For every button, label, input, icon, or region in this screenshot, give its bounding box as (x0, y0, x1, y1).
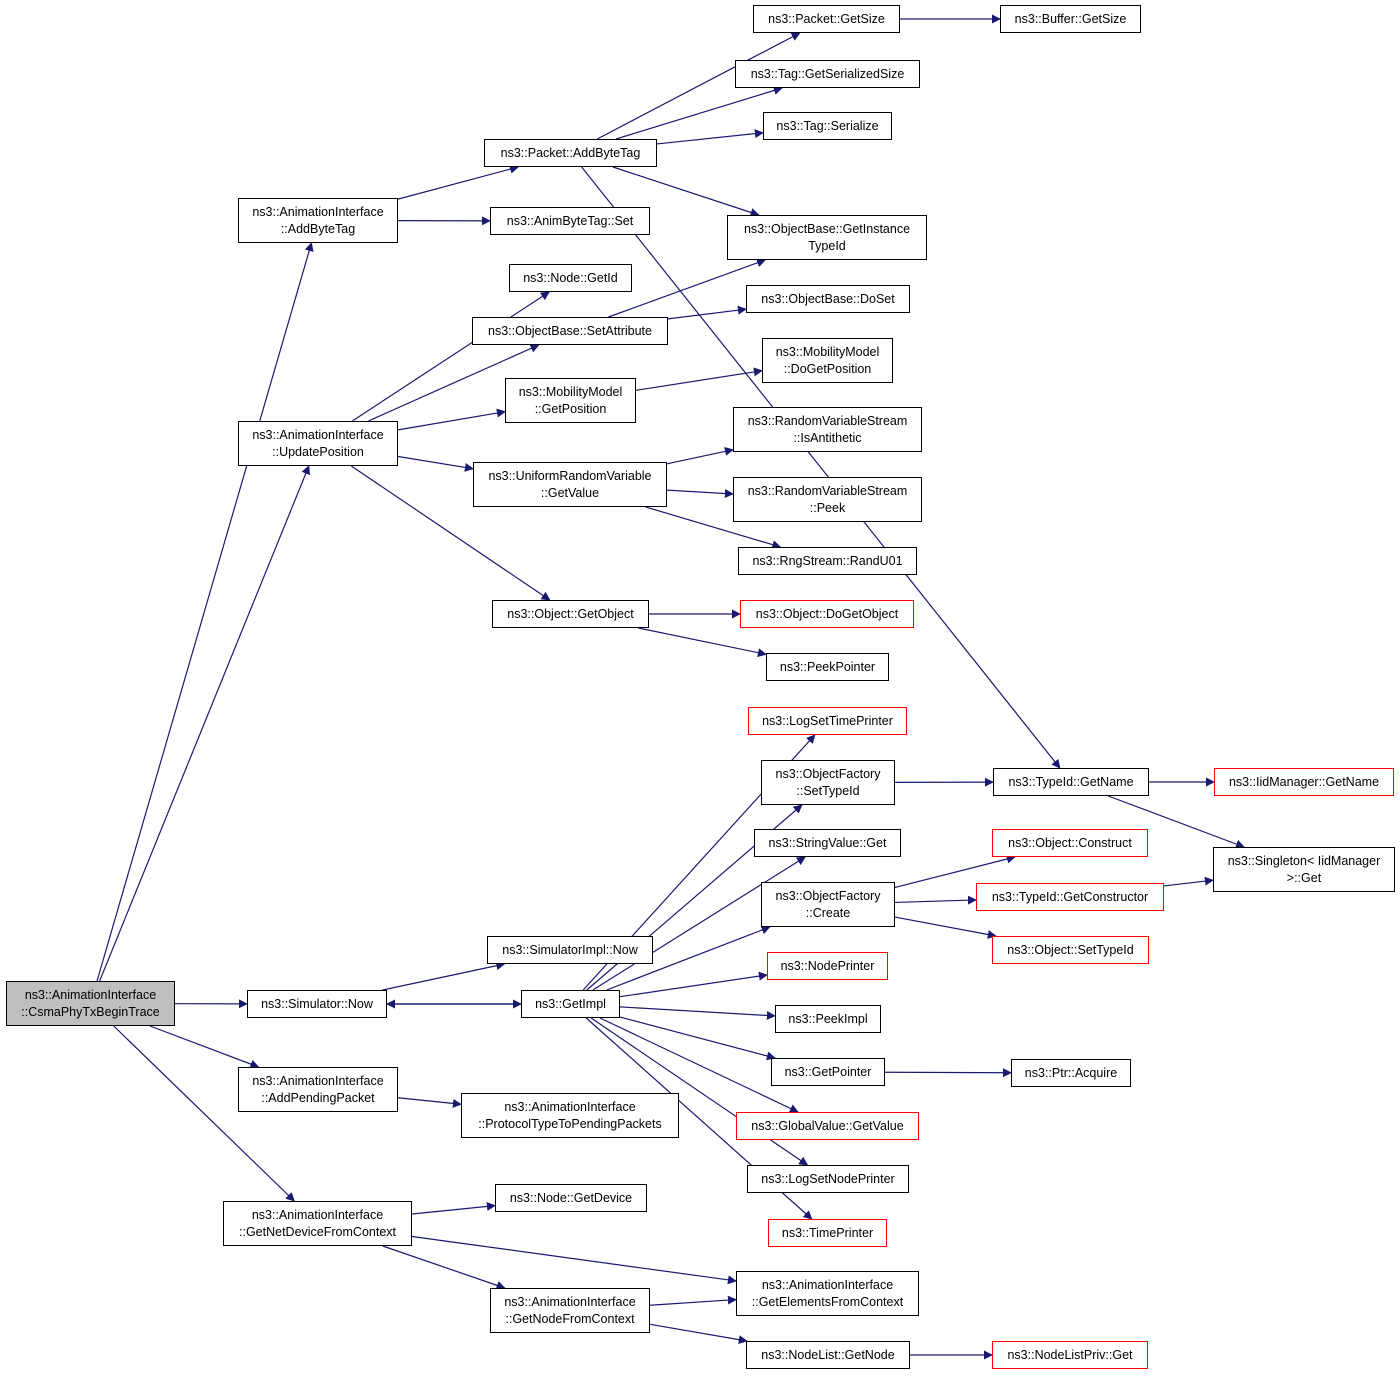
node-random-variable-stream-peek[interactable]: ns3::RandomVariableStream ::Peek (733, 477, 922, 522)
edge-get_pointer-to-ptr_acquire (884, 1068, 1012, 1078)
node-node-list-priv-get[interactable]: ns3::NodeListPriv::Get (992, 1341, 1148, 1369)
node-node-get-id[interactable]: ns3::Node::GetId (509, 264, 632, 292)
node-tag-serialize[interactable]: ns3::Tag::Serialize (763, 112, 892, 140)
edge-object_base_set_attribute-to-object_base_do_set (667, 305, 747, 320)
node-log-set-node-printer[interactable]: ns3::LogSetNodePrinter (747, 1165, 909, 1193)
node-get-pointer[interactable]: ns3::GetPointer (771, 1058, 885, 1086)
node-simulator-now[interactable]: ns3::Simulator::Now (247, 990, 387, 1018)
edge-uniform_random_variable_get_value-to-random_variable_stream_is_antithetic (666, 446, 734, 465)
node-peek-pointer[interactable]: ns3::PeekPointer (766, 653, 889, 681)
edge-csma_phy_tx_begin_trace-to-add_pending_packet (149, 1025, 260, 1069)
node-object-factory-create[interactable]: ns3::ObjectFactory ::Create (761, 882, 895, 927)
edge-packet_add_byte_tag-to-type_id_get_name (581, 166, 1061, 769)
node-type-id-get-constructor[interactable]: ns3::TypeId::GetConstructor (976, 883, 1164, 911)
node-random-variable-stream-is-antithetic[interactable]: ns3::RandomVariableStream ::IsAntithetic (733, 407, 922, 452)
edge-update_position-to-object_get_object (350, 465, 551, 601)
edge-object_base_set_attribute-to-object_base_get_instance_type_id (608, 258, 767, 318)
node-get-net-device-from-context[interactable]: ns3::AnimationInterface ::GetNetDeviceFr… (223, 1201, 412, 1246)
node-simulator-impl-now[interactable]: ns3::SimulatorImpl::Now (487, 936, 653, 964)
node-object-base-set-attribute[interactable]: ns3::ObjectBase::SetAttribute (472, 317, 668, 345)
edge-get_impl-to-string_value_get (592, 856, 806, 991)
node-object-get-object[interactable]: ns3::Object::GetObject (492, 600, 649, 628)
node-get-node-from-context[interactable]: ns3::AnimationInterface ::GetNodeFromCon… (490, 1288, 650, 1333)
edge-get_node_from_context-to-node_list_get_node (649, 1323, 748, 1345)
edge-add_byte_tag_ai-to-packet_add_byte_tag (397, 164, 519, 200)
edge-add_pending_packet-to-protocol_type_to_pending_packets (397, 1097, 462, 1108)
edge-object_factory_create-to-object_set_type_id (894, 916, 997, 939)
edge-get_node_from_context-to-get_elements_from_context (649, 1295, 737, 1306)
node-object-base-do-set[interactable]: ns3::ObjectBase::DoSet (746, 285, 910, 313)
edge-get_net_device_from_context-to-get_node_from_context (382, 1245, 506, 1290)
edge-get_impl-to-node_printer (619, 971, 768, 998)
node-packet-get-size[interactable]: ns3::Packet::GetSize (753, 5, 900, 33)
edge-update_position-to-object_base_set_attribute (368, 344, 540, 422)
edge-packet_add_byte_tag-to-tag_get_serialized_size (615, 86, 783, 140)
edge-update_position-to-uniform_random_variable_get_value (397, 455, 474, 472)
edge-get_impl-to-peek_impl (619, 1006, 776, 1020)
node-anim-byte-tag-set[interactable]: ns3::AnimByteTag::Set (490, 207, 650, 235)
node-tag-get-serialized-size[interactable]: ns3::Tag::GetSerializedSize (735, 60, 920, 88)
node-node-list-get-node[interactable]: ns3::NodeList::GetNode (746, 1341, 910, 1369)
edge-uniform_random_variable_get_value-to-rng_stream_rand_u01 (645, 506, 782, 550)
edge-get_net_device_from_context-to-node_get_device (411, 1201, 496, 1215)
node-protocol-type-to-pending-packets[interactable]: ns3::AnimationInterface ::ProtocolTypeTo… (461, 1093, 679, 1138)
node-string-value-get[interactable]: ns3::StringValue::Get (754, 829, 901, 857)
node-object-do-get-object[interactable]: ns3::Object::DoGetObject (740, 600, 914, 628)
edge-packet_add_byte_tag-to-object_base_get_instance_type_id (612, 166, 760, 217)
node-csma-phy-tx-begin-trace[interactable]: ns3::AnimationInterface ::CsmaPhyTxBegin… (6, 981, 175, 1026)
node-log-set-time-printer[interactable]: ns3::LogSetTimePrinter (748, 707, 907, 735)
edge-get_impl-to-object_factory_create (606, 925, 771, 991)
edge-object_get_object-to-peek_pointer (638, 627, 767, 658)
node-add-byte-tag[interactable]: ns3::AnimationInterface ::AddByteTag (238, 198, 398, 243)
edge-mobility_model_get_position-to-mobility_model_do_get_position (635, 367, 763, 391)
edge-get_impl-to-log_set_node_printer (590, 1017, 809, 1166)
edge-simulator_now-to-simulator_impl_now (382, 961, 506, 991)
node-mobility-model-do-get-position[interactable]: ns3::MobilityModel ::DoGetPosition (762, 338, 893, 383)
node-packet-add-byte-tag[interactable]: ns3::Packet::AddByteTag (484, 139, 657, 167)
node-get-elements-from-context[interactable]: ns3::AnimationInterface ::GetElementsFro… (736, 1271, 919, 1316)
edge-object_factory_create-to-type_id_get_constructor (894, 895, 977, 905)
node-node-printer[interactable]: ns3::NodePrinter (767, 952, 888, 980)
node-rng-stream-rand-u01[interactable]: ns3::RngStream::RandU01 (738, 547, 917, 575)
node-update-position[interactable]: ns3::AnimationInterface ::UpdatePosition (238, 421, 398, 466)
edge-csma_phy_tx_begin_trace-to-add_byte_tag_ai (96, 242, 314, 982)
edge-uniform_random_variable_get_value-to-random_variable_stream_peek (666, 489, 734, 499)
node-peek-impl[interactable]: ns3::PeekImpl (775, 1005, 881, 1033)
edge-packet_add_byte_tag-to-tag_serialize (656, 129, 764, 145)
edge-get_impl-to-get_pointer (619, 1016, 776, 1061)
node-object-base-get-instance-type-id[interactable]: ns3::ObjectBase::GetInstance TypeId (727, 215, 927, 260)
edge-update_position-to-node_get_id (351, 291, 550, 422)
node-uniform-random-variable-get-value[interactable]: ns3::UniformRandomVariable ::GetValue (473, 462, 667, 507)
node-ptr-acquire[interactable]: ns3::Ptr::Acquire (1011, 1059, 1131, 1087)
edge-packet_add_byte_tag-to-packet_get_size (596, 32, 801, 140)
node-object-construct[interactable]: ns3::Object::Construct (992, 829, 1148, 857)
edge-type_id_get_constructor-to-singleton_iid_manager_get (1163, 876, 1214, 887)
node-node-get-device[interactable]: ns3::Node::GetDevice (495, 1184, 647, 1212)
node-object-set-type-id[interactable]: ns3::Object::SetTypeId (992, 936, 1149, 964)
node-add-pending-packet[interactable]: ns3::AnimationInterface ::AddPendingPack… (238, 1067, 398, 1112)
edge-type_id_get_name-to-singleton_iid_manager_get (1108, 795, 1245, 849)
node-mobility-model-get-position[interactable]: ns3::MobilityModel ::GetPosition (505, 378, 636, 423)
node-time-printer[interactable]: ns3::TimePrinter (768, 1219, 887, 1247)
edge-get_impl-to-global_value_get_value (599, 1017, 799, 1113)
node-object-factory-set-type-id[interactable]: ns3::ObjectFactory ::SetTypeId (761, 760, 895, 805)
edge-object_factory_create-to-object_construct (894, 854, 1016, 889)
node-global-value-get-value[interactable]: ns3::GlobalValue::GetValue (736, 1112, 919, 1140)
node-get-impl[interactable]: ns3::GetImpl (521, 990, 620, 1018)
edge-csma_phy_tx_begin_trace-to-get_net_device_from_context (113, 1025, 295, 1202)
edge-csma_phy_tx_begin_trace-to-update_position (99, 465, 310, 982)
edge-get_net_device_from_context-to-get_elements_from_context (411, 1235, 737, 1285)
node-singleton-iid-manager-get[interactable]: ns3::Singleton< IidManager >::Get (1213, 847, 1395, 892)
edge-update_position-to-mobility_model_get_position (397, 408, 506, 431)
node-buffer-get-size[interactable]: ns3::Buffer::GetSize (1000, 5, 1141, 33)
node-iid-manager-get-name[interactable]: ns3::IidManager::GetName (1214, 768, 1394, 796)
node-type-id-get-name[interactable]: ns3::TypeId::GetName (993, 768, 1149, 796)
